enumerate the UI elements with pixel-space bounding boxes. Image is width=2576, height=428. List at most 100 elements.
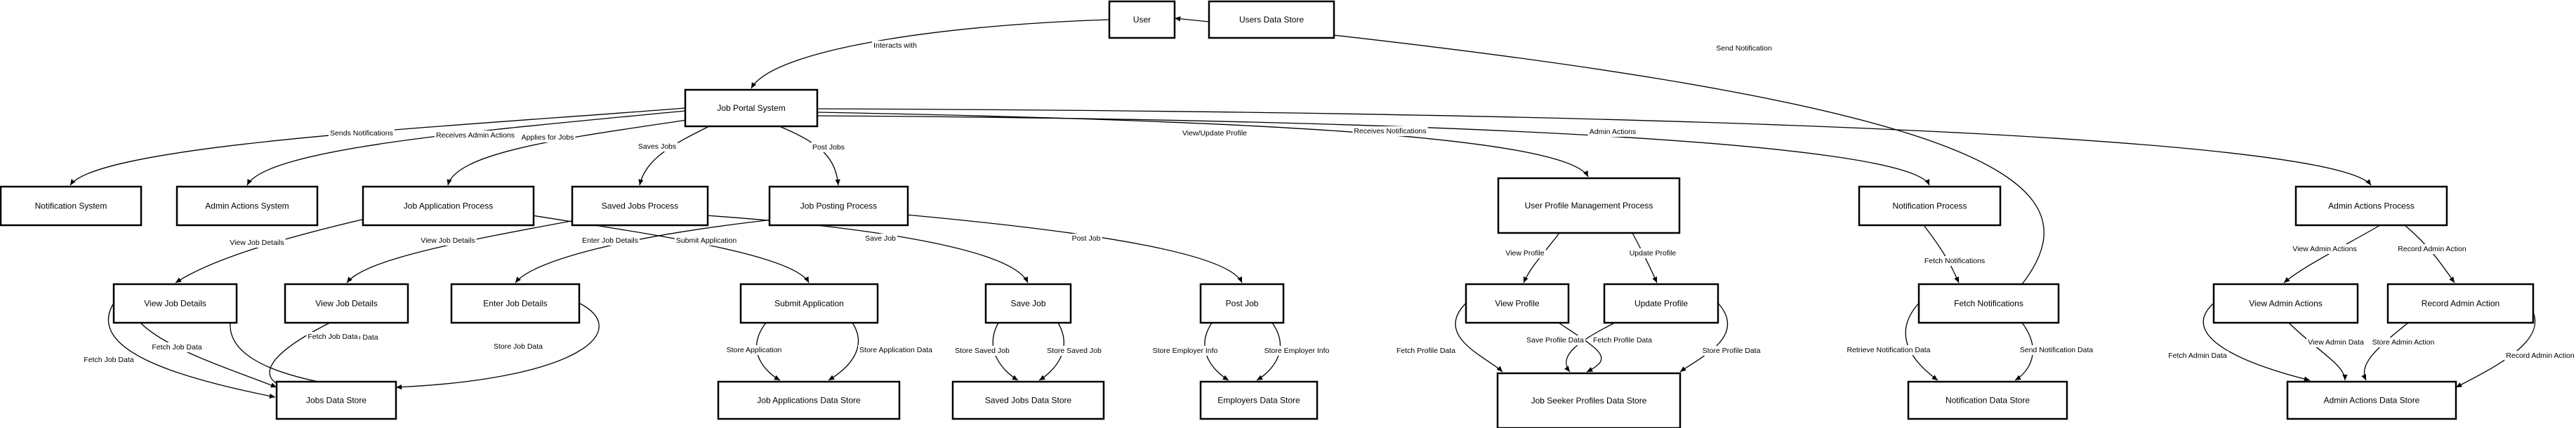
edge-label: Send Notification Data [2018,345,2095,355]
connector-line [1923,225,1960,283]
node-box [1858,185,2002,227]
node-box [0,185,143,227]
node-box [176,185,319,227]
node-jsp_ds[interactable]: Job Seeker Profiles Data Store [1496,372,1682,428]
edge-portal-to-jpp [779,126,840,186]
connector-line [246,110,686,186]
edge-label: Fetch Admin Data [2167,351,2228,361]
node-fn[interactable]: Fetch Notifications [1917,283,2060,324]
node-jobs_ds[interactable]: Jobs Data Store [275,380,397,420]
node-label: Update Profile [1634,299,1688,309]
edge-label: Store Job Data [491,342,545,352]
node-sjp[interactable]: Saved Jobs Process [571,185,709,227]
edge-label-text: Fetch Profile Data [1396,347,1455,355]
node-jap[interactable]: Job Application Process [362,185,535,227]
node-sj[interactable]: Save Job [984,283,1072,324]
edge-sa-to-ja_ds [828,322,859,381]
node-vjd2[interactable]: View Job Details [284,283,409,324]
node-label: Save Job [1010,299,1045,309]
edge-label: Admin Actions [1587,127,1638,137]
node-label: Users Data Store [1239,15,1304,25]
node-raa[interactable]: Record Admin Action [2386,283,2535,324]
connector-line [1174,16,2045,285]
edge-label-text: Fetch Profile Data [1593,336,1652,345]
edge-label: Submit Application [674,236,739,246]
connector-line [1204,322,1229,381]
connector-line [1679,302,1729,373]
edge-portal-to-admin_sys [246,110,686,186]
node-label: Submit Application [774,299,844,309]
node-users_ds[interactable]: Users Data Store [1208,0,1335,39]
edge-label-text: Fetch Job Data [84,356,133,364]
edge-label-bg [1151,346,1220,356]
node-vp[interactable]: View Profile [1465,283,1570,324]
node-box [1465,283,1570,324]
node-jpp[interactable]: Job Posting Process [768,185,909,227]
connector-line [2455,302,2536,388]
node-portal[interactable]: Job Portal System [684,88,819,128]
edge-label: Store Admin Action [2370,337,2436,347]
node-label: Notification Process [1892,201,1967,211]
edge-label-text: Receives Admin Actions [436,131,515,140]
node-box [1108,0,1176,39]
edge-sj-to-sj_ds [992,322,1019,381]
node-vjd1[interactable]: View Job Details [112,283,238,324]
edge-label: Save Job [864,234,898,243]
edge-sa-to-ja_ds [756,322,781,381]
node-sj_ds[interactable]: Saved Jobs Data Store [951,380,1105,420]
node-user[interactable]: User [1108,0,1176,39]
node-ja_ds[interactable]: Job Applications Data Store [717,380,901,420]
edge-label-bg [674,236,739,246]
edge-upm-to-up [1632,232,1658,283]
node-up[interactable]: Update Profile [1603,283,1719,324]
edge-label: Fetch Job Data [150,342,204,352]
edge-label-bg [953,346,1011,356]
edge-label: Saves Jobs [636,142,678,152]
edge-label-text: Store Admin Action [2372,338,2435,347]
edge-label-text: Sends Notifications [330,129,393,138]
edge-label-bg [2018,345,2095,355]
node-label: Admin Actions Process [2328,201,2415,211]
connector-line [2283,225,2381,283]
node-box [450,283,581,324]
node-box [1208,0,1335,39]
node-aap[interactable]: Admin Actions Process [2294,185,2448,227]
node-upm[interactable]: User Profile Management Process [1497,177,1681,234]
edge-label-text: View Job Details [421,236,475,245]
node-admin_ds[interactable]: Admin Actions Data Store [2286,380,2457,420]
edge-label: Store Profile Data [1700,346,1762,356]
edge-label-bg [434,131,517,140]
node-notif_ds[interactable]: Notification Data Store [1907,380,2068,420]
node-label: User Profile Management Process [1525,201,1653,210]
node-np[interactable]: Notification Process [1858,185,2002,227]
edge-label-bg [1504,248,1546,258]
node-notif_sys[interactable]: Notification System [0,185,143,227]
node-admin_sys[interactable]: Admin Actions System [176,185,319,227]
edge-portal-to-upm [817,112,1589,178]
node-box [717,380,901,420]
node-sa[interactable]: Submit Application [739,283,879,324]
node-box [2212,283,2359,324]
edge-label-bg [520,133,576,142]
edge-label-text: Interacts with [873,41,917,50]
edge-label-bg [810,142,847,152]
node-box [984,283,1072,324]
edge-label-text: View Profile [1505,249,1544,258]
node-pj[interactable]: Post Job [1199,283,1285,324]
node-box [768,185,909,227]
node-emp_ds[interactable]: Employers Data Store [1199,380,1319,420]
node-vaa[interactable]: View Admin Actions [2212,283,2359,324]
edge-sjp-to-vjd2 [346,218,583,283]
node-ejd[interactable]: Enter Job Details [450,283,581,324]
edge-label-text: Save Job [865,234,896,243]
edge-label: Update Profile [1627,248,1678,258]
node-label: View Profile [1495,299,1539,309]
connector-line [2288,322,2348,381]
edge-label: Fetch Job Data [82,355,136,365]
node-label: Job Posting Process [800,201,877,211]
connector-line [756,322,781,381]
edge-vp-to-jsp_ds [1455,302,1503,373]
edge-portal-to-aap [817,108,2372,186]
connector-line [346,218,583,283]
node-box [1199,380,1319,420]
